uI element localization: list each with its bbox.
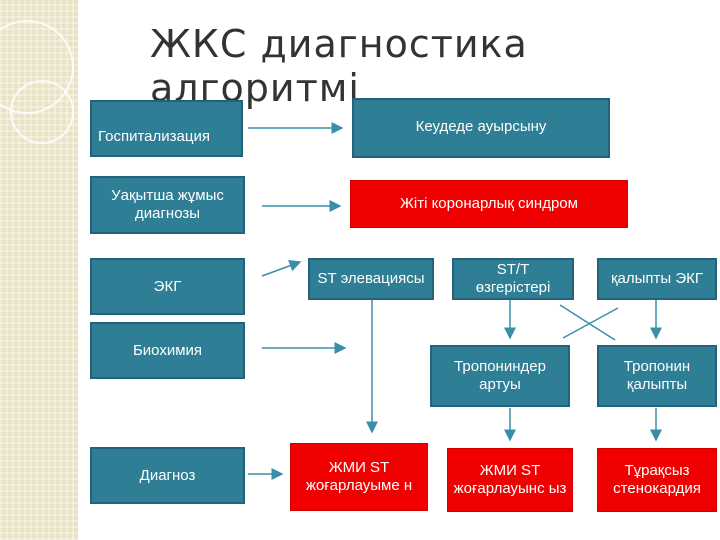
decorative-circle: [10, 80, 74, 144]
stemi-box: ЖМИ ST жоғарлауыме н: [290, 443, 428, 511]
cross-line: [562, 307, 619, 339]
page-title: ЖКС диагностика алгоритмі: [150, 22, 528, 110]
normal-ecg-box: қалыпты ЭКГ: [597, 258, 717, 300]
unstable-angina-box: Тұрақсыз стенокардия: [597, 448, 717, 512]
nstemi-box: ЖМИ ST жоғарлауынс ыз: [447, 448, 573, 512]
troponin-rise-box: Тропониндер артуы: [430, 345, 570, 407]
decorative-side-panel: [0, 0, 78, 540]
troponin-normal-box: Тропонин қалыпты: [597, 345, 717, 407]
st-t-changes-box: ST/T өзгерістері: [452, 258, 574, 300]
biochemistry-box: Биохимия: [90, 322, 245, 379]
working-diagnosis-box: Уақытша жұмыс диагнозы: [90, 176, 245, 234]
diagnosis-box: Диагноз: [90, 447, 245, 504]
cross-line: [559, 304, 616, 341]
chest-pain-box: Кеудеде ауырсыну: [352, 98, 610, 158]
ecg-box: ЭКГ: [90, 258, 245, 315]
st-elevation-box: ST элевациясы: [308, 258, 434, 300]
hospitalization-box: Госпитализация: [90, 100, 243, 157]
acs-box: Жіті коронарлық синдром: [350, 180, 628, 228]
arrow: [261, 259, 302, 277]
